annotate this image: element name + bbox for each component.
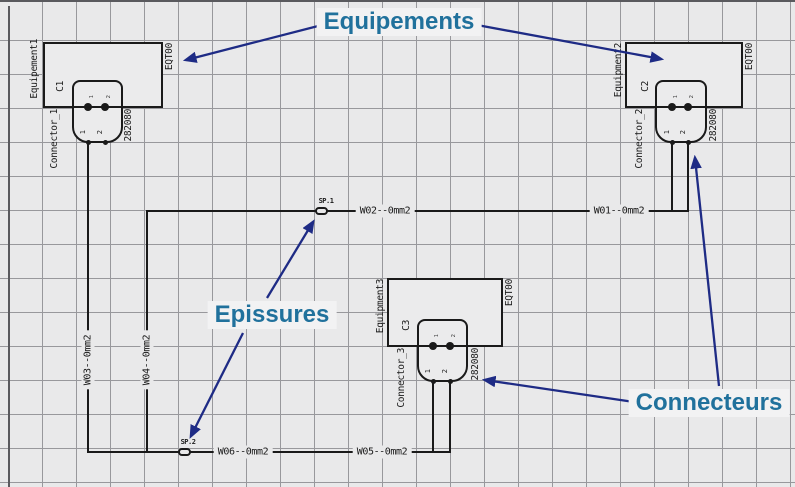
connector2-pin1-label: 1 bbox=[663, 130, 671, 135]
equipment1-ref: EQT00 bbox=[164, 43, 175, 71]
frame-top-border bbox=[0, 0, 795, 2]
connector3-shape[interactable] bbox=[417, 319, 468, 382]
connector1-cavity2-label: 2 bbox=[106, 95, 112, 99]
connector2-shape[interactable] bbox=[655, 80, 707, 143]
connector2-pin2-label: 2 bbox=[679, 130, 687, 135]
connector1-cavity-dot-2 bbox=[101, 103, 109, 111]
wire-label-w03: W03--0mm2 bbox=[81, 330, 95, 390]
connector3-cavity1-label: 1 bbox=[434, 334, 440, 338]
splice1-label: SP.1 bbox=[317, 197, 335, 205]
connector1-id: C1 bbox=[55, 81, 66, 92]
arrow-epissures-to-sp2 bbox=[189, 332, 245, 439]
wire-c3-pin1-drop[interactable] bbox=[432, 381, 434, 453]
connector1-cavity-dot-1 bbox=[84, 103, 92, 111]
connector3-pin2-label: 2 bbox=[441, 369, 449, 374]
arrow-connecteurs-to-connector3 bbox=[481, 375, 635, 404]
connector1-name: Connector_1 bbox=[49, 109, 60, 169]
arrow-equipements-to-equipment1 bbox=[182, 23, 323, 63]
connector1-cavity1-label: 1 bbox=[89, 95, 95, 99]
arrow-connecteurs-to-connector2 bbox=[690, 154, 721, 387]
connector2-cavity-dot-1 bbox=[668, 103, 676, 111]
connector2-part-number: 282080 bbox=[708, 109, 719, 142]
annotation-epissures: Epissures bbox=[207, 301, 337, 329]
splice2-symbol[interactable] bbox=[178, 448, 191, 456]
connector3-cavity-dot-1 bbox=[429, 342, 437, 350]
frame-left-border bbox=[8, 6, 10, 487]
equipment1-cavity-line bbox=[72, 106, 123, 108]
wire-w03-segment[interactable] bbox=[87, 142, 89, 453]
connector2-name: Connector_2 bbox=[634, 109, 645, 169]
wire-c2-pin2-drop[interactable] bbox=[687, 142, 689, 212]
wire-label-w02: W02--0mm2 bbox=[355, 204, 415, 218]
connector3-pin1-label: 1 bbox=[424, 369, 432, 374]
wire-label-w05: W05--0mm2 bbox=[352, 445, 412, 459]
wire-c2-pin1-drop[interactable] bbox=[671, 142, 673, 212]
connector2-id: C2 bbox=[640, 81, 651, 92]
wire-label-w01: W01--0mm2 bbox=[589, 204, 649, 218]
wire-c3-pin2-drop[interactable] bbox=[449, 381, 451, 453]
connector2-cavity2-label: 2 bbox=[689, 95, 695, 99]
equipment2-name: Equipment2 bbox=[613, 43, 624, 98]
equipment3-cavity-line bbox=[417, 345, 468, 347]
equipment2-ref: EQT00 bbox=[744, 43, 755, 71]
connector1-pin2-label: 2 bbox=[96, 130, 104, 135]
splice1-symbol[interactable] bbox=[315, 207, 328, 215]
connector1-shape[interactable] bbox=[72, 80, 123, 143]
equipment3-name: Equipment3 bbox=[375, 279, 386, 334]
connector3-part-number: 282080 bbox=[470, 348, 481, 381]
equipment1-name: Equipement1 bbox=[29, 39, 40, 99]
connector3-name: Connector_3 bbox=[396, 348, 407, 408]
connector1-pin1-label: 1 bbox=[79, 130, 87, 135]
connector1-part-number: 282080 bbox=[123, 109, 134, 142]
equipment2-cavity-line bbox=[655, 106, 707, 108]
annotation-connecteurs: Connecteurs bbox=[628, 389, 790, 417]
connector1-pin-dot-2 bbox=[102, 139, 108, 145]
equipment3-ref: EQT00 bbox=[504, 279, 515, 307]
connector3-cavity2-label: 2 bbox=[451, 334, 457, 338]
connector2-cavity1-label: 1 bbox=[673, 95, 679, 99]
arrow-epissures-to-sp1 bbox=[266, 219, 315, 299]
connector2-cavity-dot-2 bbox=[684, 103, 692, 111]
connector3-id: C3 bbox=[401, 320, 412, 331]
wire-label-w04: W04--0mm2 bbox=[140, 330, 154, 390]
wire-label-w06: W06--0mm2 bbox=[213, 445, 273, 459]
connector3-cavity-dot-2 bbox=[446, 342, 454, 350]
annotation-equipements: Equipements bbox=[316, 8, 482, 36]
wire-w02-w01-segment[interactable] bbox=[146, 210, 689, 212]
splice2-label: SP.2 bbox=[179, 438, 197, 446]
